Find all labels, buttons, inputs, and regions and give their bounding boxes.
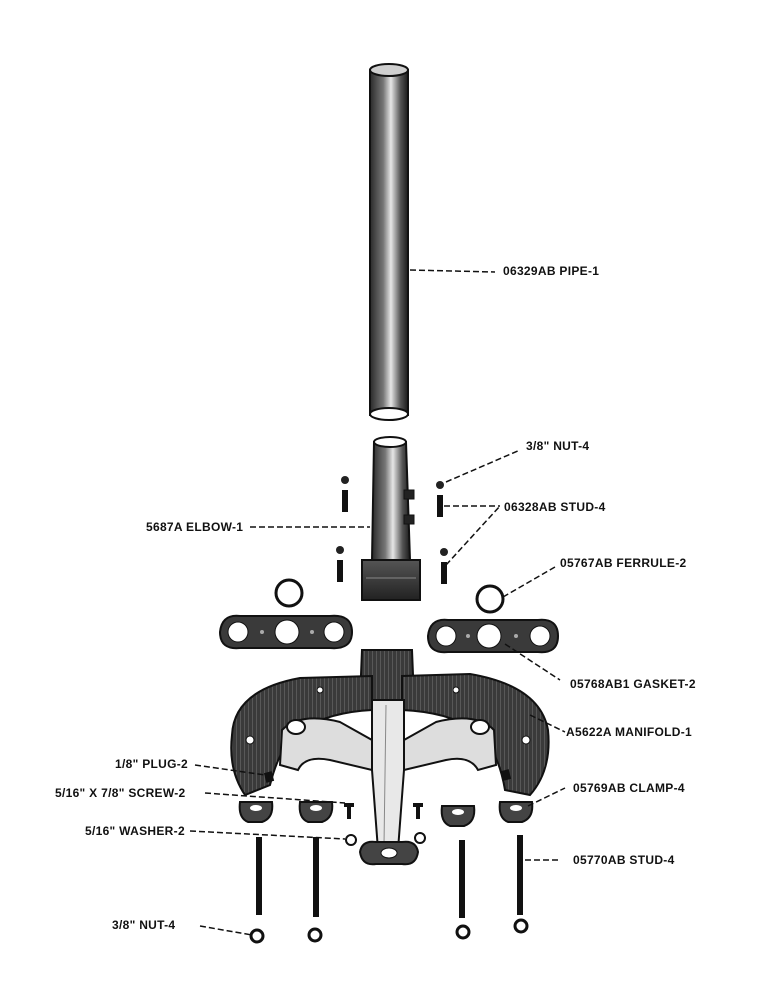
bottom-nut-2 — [307, 927, 323, 943]
plug-label: 1/8" PLUG-2 — [115, 757, 189, 771]
bottom-nut-1 — [249, 928, 265, 944]
stud-bottom-label: 05770AB STUD-4 — [573, 853, 675, 867]
gasket-label: 05768AB1 GASKET-2 — [570, 677, 696, 691]
bottom-stud-4 — [517, 835, 523, 915]
bottom-nut-4 — [513, 918, 529, 934]
top-stud-right-upper — [436, 481, 444, 517]
washer-right — [414, 832, 426, 844]
screw-right — [413, 803, 423, 819]
pipe-part — [369, 63, 409, 421]
ferrule-label: 05767AB FERRULE-2 — [560, 556, 687, 570]
ferrule-left — [274, 578, 304, 608]
gasket-right — [426, 618, 560, 654]
leader-lines — [189, 269, 566, 936]
gasket-left — [218, 614, 354, 650]
clamp-1 — [238, 801, 274, 823]
screw-left — [344, 803, 354, 819]
plug-left — [263, 771, 275, 783]
pipe-label: 06329AB PIPE-1 — [503, 264, 600, 278]
clamp-4 — [498, 801, 534, 823]
bottom-nut-3 — [455, 924, 471, 940]
ferrule-right — [475, 584, 505, 614]
manifold-part — [230, 649, 550, 866]
washer-left — [345, 834, 357, 846]
elbow-part — [361, 436, 421, 601]
plug-right — [500, 769, 512, 781]
bottom-stud-2 — [313, 837, 319, 917]
top-stud-right-lower — [440, 548, 448, 584]
clamp-2 — [298, 801, 334, 823]
washer-label: 5/16" WASHER-2 — [85, 824, 185, 838]
nut-top-label: 3/8" NUT-4 — [526, 439, 590, 453]
clamp-3 — [440, 805, 476, 827]
elbow-label: 5687A ELBOW-1 — [146, 520, 244, 534]
top-stud-left-upper — [341, 476, 349, 512]
bottom-stud-3 — [459, 840, 465, 918]
top-stud-left-lower — [336, 546, 344, 582]
screw-label: 5/16" X 7/8" SCREW-2 — [55, 786, 186, 800]
nut-bottom-label: 3/8" NUT-4 — [112, 918, 176, 932]
bottom-stud-1 — [256, 837, 262, 915]
stud-top-label: 06328AB STUD-4 — [504, 500, 606, 514]
clamp-label: 05769AB CLAMP-4 — [573, 781, 685, 795]
manifold-label: A5622A MANIFOLD-1 — [566, 725, 693, 739]
